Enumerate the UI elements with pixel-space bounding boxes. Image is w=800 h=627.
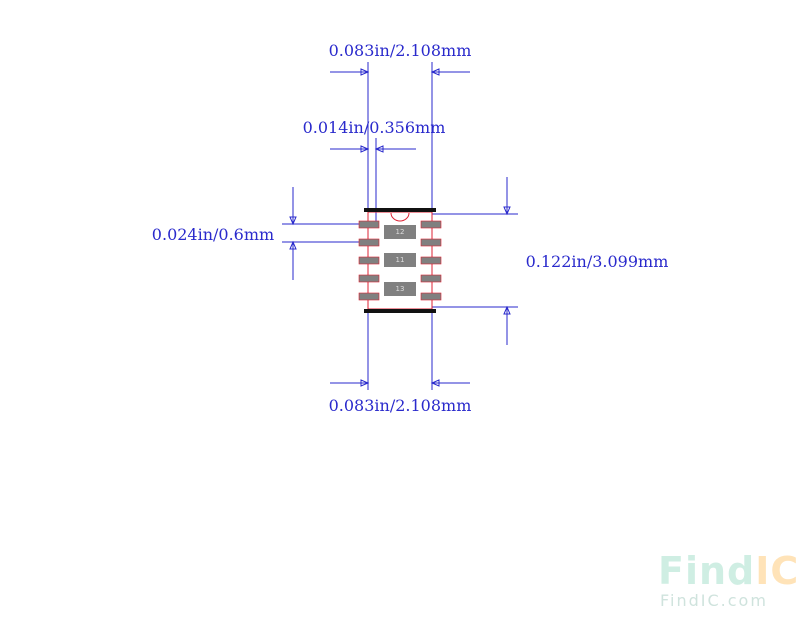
thermal-pads: 12 11 13 [384, 225, 416, 296]
body-bottom-edge [364, 309, 436, 313]
dim-height: 0.122in/3.099mm [432, 177, 668, 345]
thermal-pad-11 [384, 253, 416, 267]
pad [358, 256, 380, 265]
thermal-pad-12-label: 12 [396, 228, 405, 236]
dim-bottom-width-label: 0.083in/2.108mm [329, 396, 472, 415]
pad [420, 256, 442, 265]
pad [420, 274, 442, 283]
dim-top-width-label: 0.083in/2.108mm [329, 41, 472, 60]
thermal-pad-11-label: 11 [396, 256, 405, 264]
dim-pitch: 0.024in/0.6mm [152, 187, 372, 280]
thermal-pad-13 [384, 282, 416, 296]
pin1-notch [390, 212, 410, 222]
watermark-url: FindIC.com [660, 591, 768, 610]
dim-height-label: 0.122in/3.099mm [526, 252, 669, 271]
dim-pad-width-label: 0.014in/0.356mm [303, 118, 446, 137]
pad [420, 292, 442, 301]
dim-pitch-label: 0.024in/0.6mm [152, 225, 274, 244]
pad [358, 238, 380, 247]
pad [420, 238, 442, 247]
right-pads [420, 220, 442, 301]
thermal-pad-13-label: 13 [396, 285, 405, 293]
pad [358, 220, 380, 229]
dim-bottom-width: 0.083in/2.108mm [329, 310, 472, 415]
pad [358, 292, 380, 301]
pad [420, 220, 442, 229]
watermark-find: Find [658, 549, 755, 593]
watermark-logo: FindIC FindIC.com [658, 549, 799, 610]
left-pads [358, 220, 380, 301]
thermal-pad-12 [384, 225, 416, 239]
dim-top-width: 0.083in/2.108mm [329, 41, 472, 210]
pad [358, 274, 380, 283]
body-top-edge [364, 208, 436, 212]
watermark-ic: IC [755, 549, 799, 593]
svg-text:FindIC: FindIC [658, 549, 799, 593]
